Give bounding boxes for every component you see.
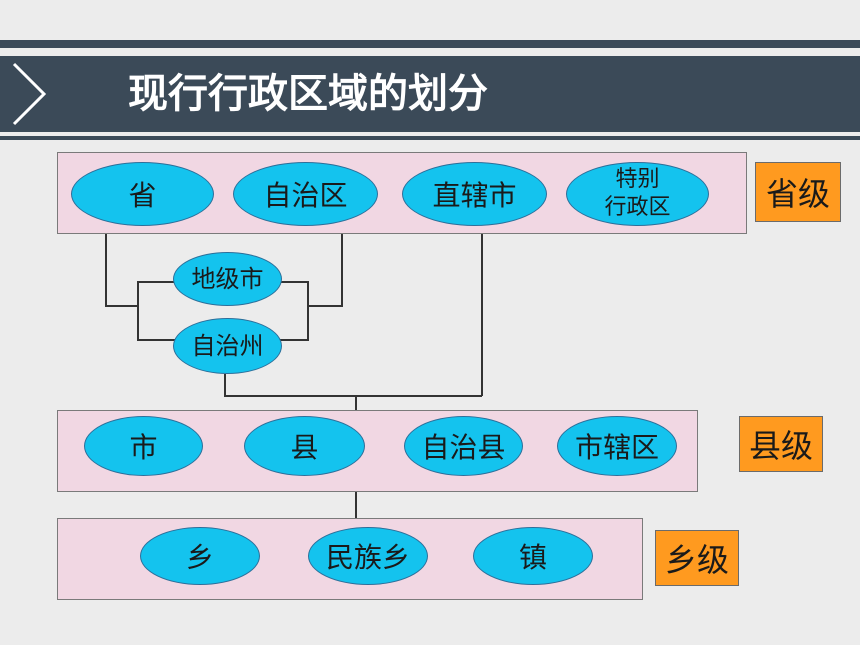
title-bar (0, 56, 860, 132)
special-administrative-region-oval: 特别 行政区 (566, 162, 709, 226)
county-oval: 县 (244, 416, 365, 476)
municipality-oval: 直辖市 (402, 162, 547, 226)
township-oval: 乡 (140, 527, 260, 585)
prefecture-city-oval: 地级市 (173, 252, 282, 306)
autonomous-prefecture-oval: 自治州 (173, 318, 282, 374)
special-region-line2: 行政区 (604, 195, 671, 220)
county-level-label: 县级 (739, 416, 823, 472)
chevron-right-icon (12, 62, 47, 126)
page-title: 现行行政区域的划分 (128, 71, 488, 117)
county-city-oval: 市 (84, 416, 203, 476)
autonomous-county-oval: 自治县 (404, 416, 523, 476)
title-bar-top-stripe (0, 40, 860, 48)
province-level-label: 省级 (755, 162, 841, 222)
special-region-line1: 特别 (615, 167, 660, 192)
province-oval: 省 (71, 162, 214, 226)
town-oval: 镇 (473, 527, 593, 585)
title-bar-bottom-stripe (0, 136, 860, 140)
ethnic-township-oval: 民族乡 (308, 527, 428, 585)
township-level-label: 乡级 (655, 530, 739, 586)
autonomous-region-oval: 自治区 (233, 162, 378, 226)
municipal-district-oval: 市辖区 (557, 416, 677, 476)
